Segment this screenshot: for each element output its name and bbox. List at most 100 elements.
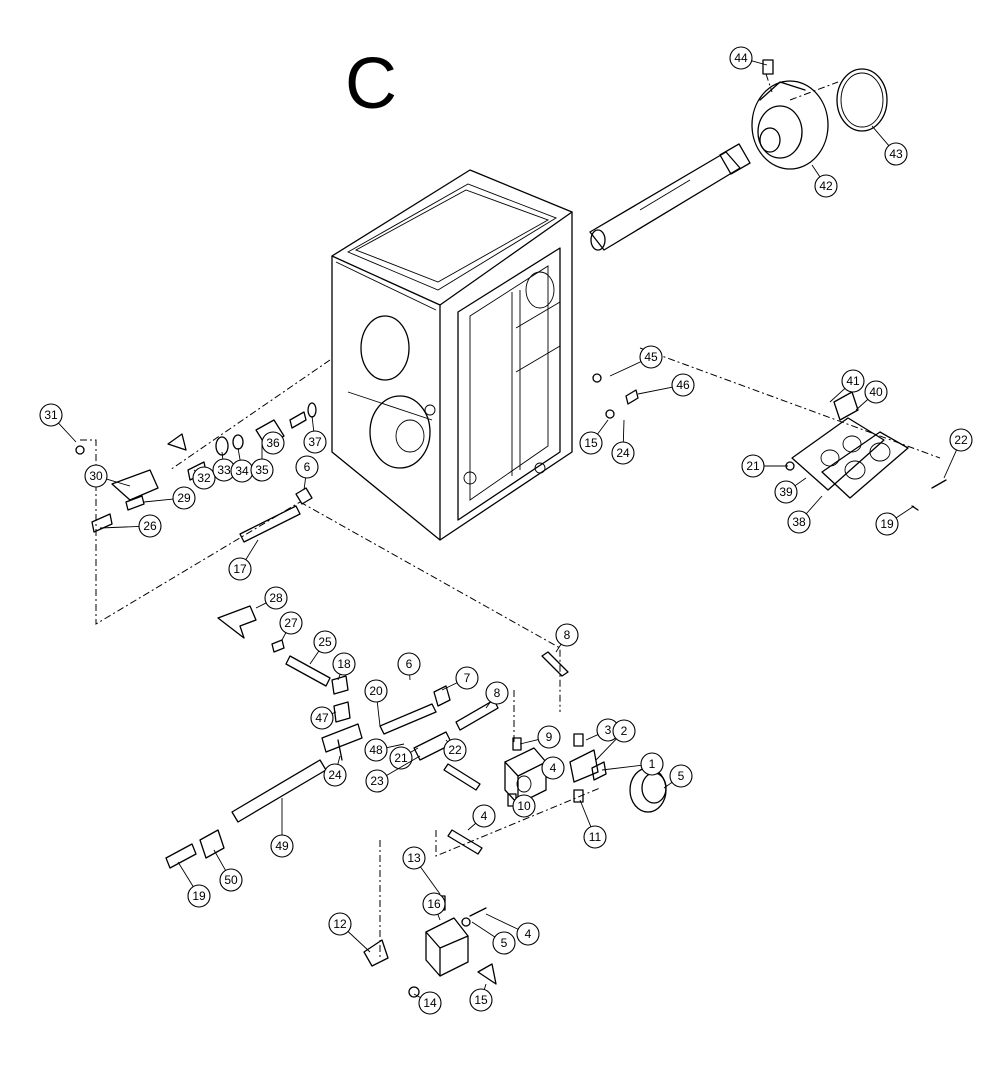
callout-circle (443, 738, 467, 762)
callout-number: 40 (869, 385, 883, 399)
callout-number: 15 (474, 993, 488, 1007)
callout-number: 19 (880, 517, 894, 531)
callout-number: 9 (546, 730, 553, 744)
callout-number: 6 (406, 657, 413, 671)
callout-circle (261, 431, 285, 455)
callout-leader (255, 602, 267, 609)
callout-leader (420, 866, 441, 895)
callout-circle (279, 611, 303, 635)
callout-leader (106, 478, 131, 487)
callout-leader (471, 921, 496, 938)
callout-22: 22 (443, 738, 467, 762)
callout-leader (309, 650, 320, 665)
callout-number: 10 (517, 799, 531, 813)
callout-31: 31 (39, 403, 77, 443)
callout-circle (611, 441, 635, 465)
callout-40: 40 (855, 380, 888, 411)
callout-circle (303, 430, 327, 454)
callout-27: 27 (279, 611, 303, 641)
callout-26: 26 (99, 514, 162, 538)
callout-38: 38 (787, 495, 823, 534)
callout-number: 4 (550, 761, 557, 775)
callout-number: 22 (448, 743, 462, 757)
callout-circle (328, 912, 352, 936)
callout-number: 44 (734, 51, 748, 65)
callout-leader (895, 505, 915, 519)
callout-circle (228, 557, 252, 581)
callout-5: 5 (663, 764, 693, 789)
callout-leader (410, 747, 419, 753)
callout-46: 46 (637, 373, 695, 397)
callout-4: 4 (485, 913, 540, 946)
callout-15: 15 (469, 983, 493, 1012)
callout-1: 1 (601, 752, 664, 776)
callout-number: 24 (616, 446, 630, 460)
callout-number: 7 (464, 671, 471, 685)
callout-leader (331, 711, 337, 715)
callout-leader (811, 164, 821, 178)
callout-leader (585, 734, 599, 741)
callout-leader (386, 755, 421, 776)
callout-circle (787, 510, 811, 534)
callout-circle (492, 931, 516, 955)
callout-number: 3 (605, 723, 612, 737)
callout-circle (516, 922, 540, 946)
callout-number: 5 (501, 936, 508, 950)
callout-circle (469, 988, 493, 1012)
callout-17: 17 (228, 539, 259, 581)
callout-circle (472, 804, 496, 828)
callout-number: 8 (564, 628, 571, 642)
callout-leader (347, 931, 371, 953)
callout-leader (597, 419, 609, 435)
callout-number: 8 (494, 686, 501, 700)
callout-leader (213, 849, 226, 871)
callout-leader (58, 422, 77, 443)
callout-42: 42 (811, 164, 838, 198)
callout-5: 5 (471, 921, 516, 955)
callout-leader (437, 914, 441, 921)
callout-number: 33 (217, 463, 231, 477)
callout-leader (245, 539, 259, 560)
callout-number: 26 (143, 519, 157, 533)
callout-30: 30 (84, 464, 131, 488)
callout-number: 21 (746, 459, 760, 473)
callout-10: 10 (512, 794, 536, 818)
callout-number: 25 (318, 635, 332, 649)
callout-44: 44 (729, 46, 768, 70)
callout-circle (864, 380, 888, 404)
gearbox-housing (331, 169, 573, 541)
callout-19: 19 (177, 861, 211, 908)
callout-number: 4 (525, 927, 532, 941)
callout-circle (640, 752, 664, 776)
callout-circle (729, 46, 753, 70)
callout-leader (386, 743, 405, 749)
callout-number: 39 (779, 485, 793, 499)
callout-leader (177, 861, 194, 887)
callout-8: 8 (485, 681, 509, 709)
callout-22: 22 (943, 428, 973, 479)
section-letter: C (345, 44, 397, 124)
callout-number: 38 (792, 515, 806, 529)
callout-6: 6 (295, 455, 319, 491)
callout-number: 48 (369, 743, 383, 757)
callout-29: 29 (143, 486, 196, 510)
callout-number: 17 (233, 562, 247, 576)
callout-circle (192, 466, 216, 490)
callout-21: 21 (741, 454, 788, 478)
callout-leader (337, 674, 341, 681)
callout-45: 45 (609, 345, 663, 377)
callout-35: 35 (250, 440, 274, 482)
callout-leader (303, 477, 307, 491)
callout-number: 37 (308, 435, 322, 449)
callout-leader (281, 632, 287, 641)
callout-leader (855, 399, 869, 411)
callout-circle (310, 706, 334, 730)
callout-33: 33 (212, 451, 236, 482)
callout-49: 49 (270, 798, 294, 858)
callout-25: 25 (309, 630, 337, 665)
callout-6: 6 (397, 652, 421, 681)
callout-number: 42 (819, 179, 833, 193)
callout-leader (663, 781, 673, 789)
callout-number: 45 (644, 350, 658, 364)
